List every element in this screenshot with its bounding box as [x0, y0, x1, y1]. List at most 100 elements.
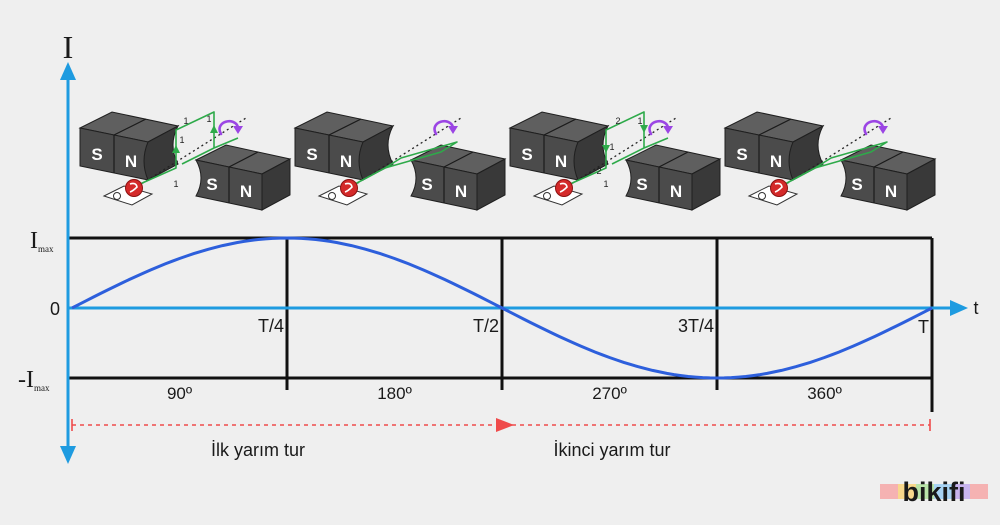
x-axis-label: t [973, 298, 978, 318]
current-arrow-icon [602, 145, 610, 153]
x-tick-label: T/2 [473, 316, 499, 336]
coil-side-label: 1 [173, 179, 178, 189]
magnet-pole-face [788, 124, 825, 181]
magnet-divider [328, 118, 362, 136]
magnet-s-label: S [636, 175, 647, 194]
magnet-s-label: S [91, 145, 102, 164]
rotation-axis [567, 117, 677, 187]
magnet-side-face [906, 158, 936, 211]
y-tick-imax: Imax [30, 228, 54, 254]
coil-side-label: 1 [179, 135, 184, 145]
logo-stripe [970, 484, 988, 499]
logo-stripe [934, 484, 952, 499]
rotation-arrow-icon [648, 119, 670, 136]
logo-stripe [916, 484, 934, 499]
coil-loop [784, 141, 888, 185]
coil-loop [354, 141, 458, 185]
magnet-n-label: N [555, 152, 567, 171]
logo: bikifi [880, 477, 988, 507]
magnet-s-label: S [736, 145, 747, 164]
right-magnet: S N [624, 144, 722, 211]
slip-ring-mark [774, 182, 783, 193]
magnet-divider [543, 118, 577, 136]
y-tick-symbol: I [30, 228, 38, 254]
y-tick-neg-imax: -Imax [18, 367, 50, 393]
rotation-arrow-icon [863, 119, 885, 136]
rotation-arrow-head [878, 126, 888, 134]
magnet-n-label: N [340, 152, 352, 171]
generator-quarter-4: S N S N [723, 111, 937, 211]
angle-label: 180º [377, 384, 412, 403]
current-arrow-icon [172, 145, 180, 153]
current-arrow-icon [210, 125, 218, 133]
x-axis-arrow-icon [950, 300, 968, 316]
rotation-arrow-head [448, 126, 458, 134]
x-tick-label: T [918, 317, 929, 337]
magnet-n-label: N [125, 152, 137, 171]
magnet-s-label: S [206, 175, 217, 194]
magnet-pole-face [573, 124, 610, 181]
logo-text: bikifi [902, 477, 965, 507]
right-magnet: S N [839, 144, 937, 211]
y-axis-arrow-up-icon [60, 62, 76, 80]
rotation-arrow-head [233, 126, 243, 134]
magnet-n-label: N [885, 182, 897, 201]
rotation-axis [137, 117, 247, 187]
right-magnet: S N [409, 144, 507, 211]
angle-label: 90º [167, 384, 192, 403]
lamp-icon [113, 192, 121, 200]
lamp-icon [543, 192, 551, 200]
y-tick-subscript: max [34, 383, 50, 393]
magnet-s-label: S [421, 175, 432, 194]
current-curve [71, 236, 933, 380]
magnet-n-label: N [670, 182, 682, 201]
slip-ring-mark [129, 182, 138, 193]
coil-side-label: 1 [183, 116, 188, 126]
y-tick-symbol: -I [18, 367, 34, 393]
magnet-pole-face [143, 124, 180, 181]
generator-quarter-2: S N S N [293, 111, 507, 211]
y-axis-label: I [63, 29, 74, 65]
magnet-pole-face [358, 124, 395, 181]
coil-side-label: 1 [637, 116, 642, 126]
second-half-turn-label: İkinci yarım tur [553, 440, 670, 460]
magnet-divider [113, 118, 147, 136]
current-arrow-icon [640, 125, 648, 133]
x-tick-label: T/4 [258, 316, 284, 336]
slip-ring [340, 179, 358, 197]
left-magnet: S N [508, 111, 610, 181]
magnet-side-face [476, 158, 506, 211]
magnet-n-label: N [455, 182, 467, 201]
coil-side-label: 1 [609, 142, 614, 152]
left-magnet: S N [293, 111, 395, 181]
magnet-divider [443, 151, 474, 168]
magnet-side-face [691, 158, 721, 211]
lamp-icon [328, 192, 336, 200]
magnet-n-label: N [770, 152, 782, 171]
coil-side-label: 2 [596, 166, 601, 176]
rotation-arrow-icon [433, 119, 455, 136]
x-tick-label: 3T/4 [678, 316, 714, 336]
magnet-n-label: N [240, 182, 252, 201]
coil-side-label: 2 [615, 116, 620, 126]
slip-ring [555, 179, 573, 197]
angle-label: 360º [807, 384, 842, 403]
magnet-s-label: S [851, 175, 862, 194]
slip-ring [125, 179, 143, 197]
coil-side-label: 1 [603, 179, 608, 189]
magnet-divider [873, 151, 904, 168]
coil-loop [139, 111, 239, 185]
coil-side-label: 1 [206, 114, 211, 124]
magnet-s-label: S [306, 145, 317, 164]
magnet-divider [228, 151, 259, 168]
magnet-s-label: S [521, 145, 532, 164]
slip-ring-mark [344, 182, 353, 193]
lamp-icon [758, 192, 766, 200]
magnet-divider [658, 151, 689, 168]
half-turn-arrow-icon [496, 418, 514, 432]
right-magnet: S N [194, 144, 292, 211]
logo-stripe [880, 484, 898, 499]
coil-loop [569, 111, 669, 185]
